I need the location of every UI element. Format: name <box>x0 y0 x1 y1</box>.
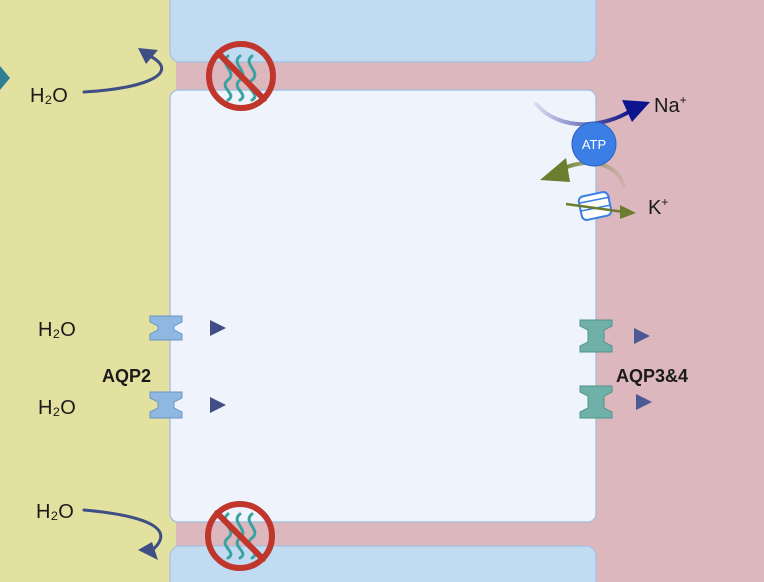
water-curve-arrow-top <box>82 48 164 94</box>
label-atp: ATP <box>582 137 606 152</box>
water-curve-arrow-bottom <box>82 508 163 560</box>
label-water-aqp2-lower: H₂O <box>38 397 76 419</box>
atp-pump-icon <box>571 121 617 167</box>
tight-junction-bottom <box>205 501 275 571</box>
aqp2-channel-lower <box>124 391 226 419</box>
aquaporin-icon <box>579 385 613 419</box>
label-potassium: K+ <box>648 195 668 219</box>
lumen-region <box>0 0 176 582</box>
aqp2-channel-upper <box>124 315 226 341</box>
label-aqp34: AQP3&4 <box>616 366 688 386</box>
label-water-aqp2-upper: H₂O <box>38 319 76 341</box>
label-aqp2: AQP2 <box>102 366 151 386</box>
aqp34-channel-upper <box>516 319 650 353</box>
aquaporin-icon <box>579 319 613 353</box>
aqp34-channel-lower <box>516 385 652 419</box>
label-water-top: H₂O <box>30 85 68 107</box>
na-k-atpase-pump: ATP <box>534 100 650 188</box>
sodium-arrow <box>534 102 634 127</box>
no-entry-sign-icon <box>206 41 276 111</box>
label-sodium: Na+ <box>654 93 687 117</box>
potassium-channel <box>565 191 636 221</box>
principal-cell <box>169 89 597 523</box>
neighbor-cell-bottom <box>169 545 597 582</box>
label-water-bottom: H₂O <box>36 501 74 523</box>
no-entry-sign-icon <box>205 501 275 571</box>
tight-junction-top <box>206 41 276 111</box>
neighbor-cell-top <box>169 0 597 63</box>
partial-marker-icon <box>0 66 10 90</box>
